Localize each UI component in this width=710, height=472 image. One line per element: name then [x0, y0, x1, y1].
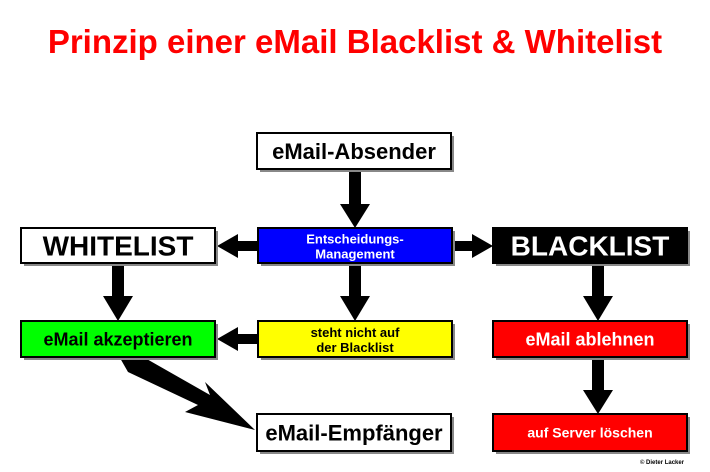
- node-whitelist: WHITELIST: [20, 227, 218, 266]
- node-label: eMail ablehnen: [525, 329, 654, 349]
- box: [492, 413, 688, 452]
- box: [256, 132, 452, 170]
- node-label: auf Server löschen: [527, 425, 652, 441]
- node-label: eMail-Empfänger: [265, 420, 443, 445]
- node-delete: auf Server löschen: [492, 413, 690, 454]
- node-label: eMail akzeptieren: [43, 329, 192, 349]
- node-label: steht nicht auf: [311, 325, 401, 340]
- node-label: der Blacklist: [316, 340, 394, 355]
- box: [257, 320, 453, 358]
- box: [20, 227, 216, 264]
- node-blacklist: BLACKLIST: [492, 227, 690, 266]
- node-label: BLACKLIST: [511, 231, 670, 262]
- box: [492, 320, 688, 358]
- arrow-accept-to-recipient: [120, 358, 255, 430]
- node-label: Entscheidungs-: [306, 232, 404, 247]
- arrow-sender-to-decision: [340, 170, 370, 228]
- arrow-reject-to-delete: [583, 358, 613, 414]
- arrow-decision-to-blacklist: [453, 234, 493, 258]
- box: [257, 227, 453, 264]
- node-accept: eMail akzeptieren: [20, 320, 218, 360]
- node-label: eMail-Absender: [272, 139, 436, 164]
- arrow-decision-to-not-listed: [340, 264, 370, 321]
- arrow-decision-to-whitelist: [217, 234, 258, 258]
- arrow-blacklist-to-reject: [583, 264, 613, 321]
- node-label: WHITELIST: [43, 231, 194, 262]
- node-recipient: eMail-Empfänger: [256, 413, 454, 454]
- arrow-not-listed-to-accept: [217, 327, 258, 351]
- copyright-text: © Dieter Lacker: [640, 459, 685, 466]
- node-decision: Entscheidungs-Management: [257, 227, 455, 266]
- box: [492, 227, 688, 264]
- node-sender: eMail-Absender: [256, 132, 454, 172]
- box: [256, 413, 452, 452]
- node-label: Management: [315, 247, 395, 262]
- diagram-title: Prinzip einer eMail Blacklist & Whitelis…: [48, 23, 662, 60]
- box: [20, 320, 216, 358]
- node-reject: eMail ablehnen: [492, 320, 690, 360]
- arrow-whitelist-to-accept: [103, 264, 133, 321]
